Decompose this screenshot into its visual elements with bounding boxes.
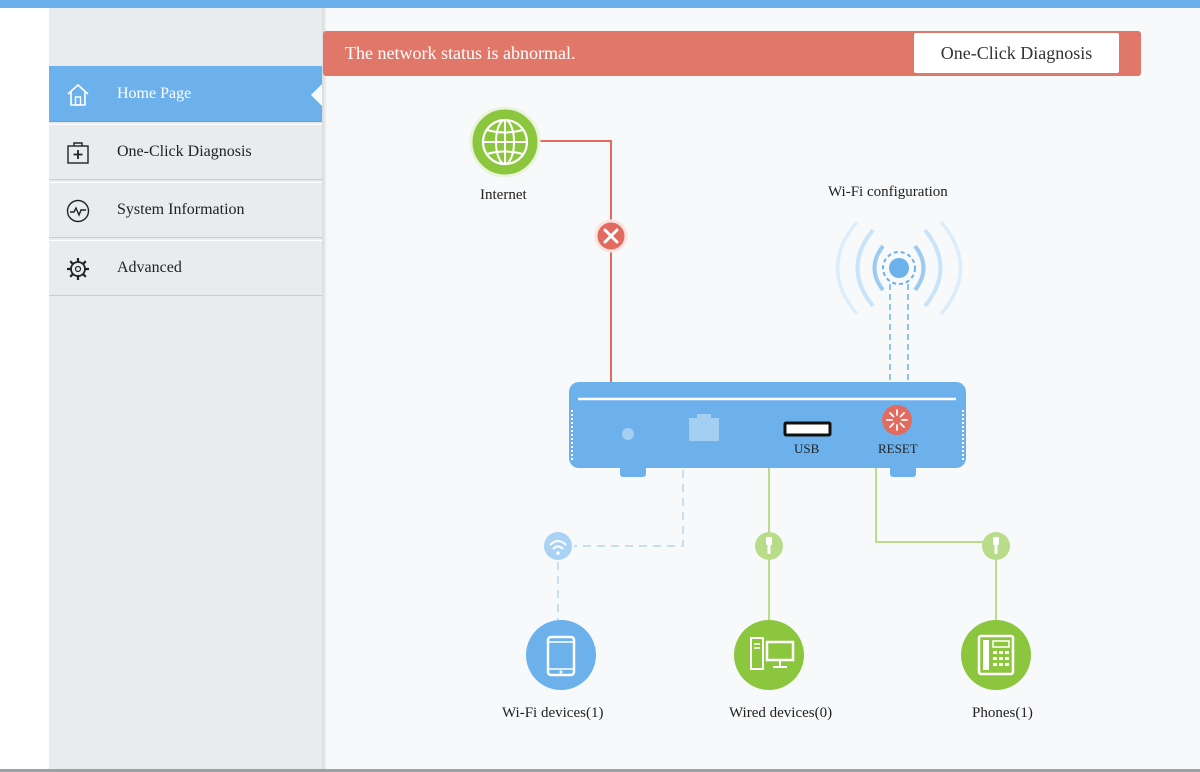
gear-icon bbox=[67, 258, 89, 280]
usb-label: USB bbox=[794, 441, 820, 456]
top-accent-bar bbox=[0, 0, 1200, 8]
tablet-icon[interactable] bbox=[526, 620, 596, 690]
home-icon bbox=[67, 83, 89, 106]
internet-connection-line bbox=[540, 140, 612, 382]
reset-label: RESET bbox=[878, 441, 918, 456]
alert-message: The network status is abnormal. bbox=[345, 43, 576, 63]
sidebar-item-label: Advanced bbox=[117, 259, 182, 276]
internet-label: Internet bbox=[480, 187, 527, 203]
wifi-devices-connection-line bbox=[557, 470, 684, 620]
sidebar-item-label: System Information bbox=[117, 201, 245, 218]
first-aid-icon bbox=[67, 142, 89, 164]
usb-port-icon bbox=[783, 421, 832, 437]
wifi-devices-label[interactable]: Wi-Fi devices(1) bbox=[502, 705, 604, 721]
wifi-configuration-link[interactable]: Wi-Fi configuration bbox=[828, 184, 948, 200]
network-status-alert: The network status is abnormal. One-Clic… bbox=[323, 31, 1141, 76]
sidebar-item-label: Home Page bbox=[117, 85, 192, 102]
phone-plug-icon bbox=[982, 532, 1010, 560]
phones-connection-line bbox=[875, 468, 997, 620]
sidebar-item-advanced[interactable]: Advanced bbox=[49, 240, 322, 296]
connection-error-icon bbox=[594, 219, 628, 253]
computer-icon[interactable] bbox=[734, 620, 804, 690]
wired-plug-icon bbox=[755, 532, 783, 560]
bottom-border bbox=[0, 769, 1200, 772]
sidebar-item-one-click-diagnosis[interactable]: One-Click Diagnosis bbox=[49, 124, 322, 180]
internet-globe-icon[interactable] bbox=[469, 106, 541, 178]
sidebar-item-home-page[interactable]: Home Page bbox=[49, 66, 323, 122]
reset-button-icon[interactable] bbox=[882, 405, 912, 435]
phones-label[interactable]: Phones(1) bbox=[972, 705, 1033, 721]
sidebar-item-label: One-Click Diagnosis bbox=[117, 143, 252, 160]
sidebar-item-system-information[interactable]: System Information bbox=[49, 182, 322, 238]
pulse-icon bbox=[66, 199, 90, 223]
router-device bbox=[569, 382, 966, 477]
one-click-diagnosis-button[interactable]: One-Click Diagnosis bbox=[914, 33, 1119, 73]
wifi-node-icon bbox=[544, 532, 572, 560]
wired-devices-label[interactable]: Wired devices(0) bbox=[729, 705, 833, 721]
telephone-icon[interactable] bbox=[961, 620, 1031, 690]
active-pointer bbox=[311, 83, 323, 107]
sidebar-divider bbox=[322, 8, 327, 769]
sidebar: Home Page One-Click Diagnosis System Inf… bbox=[49, 8, 323, 769]
wifi-signal-icon[interactable] bbox=[835, 220, 963, 382]
